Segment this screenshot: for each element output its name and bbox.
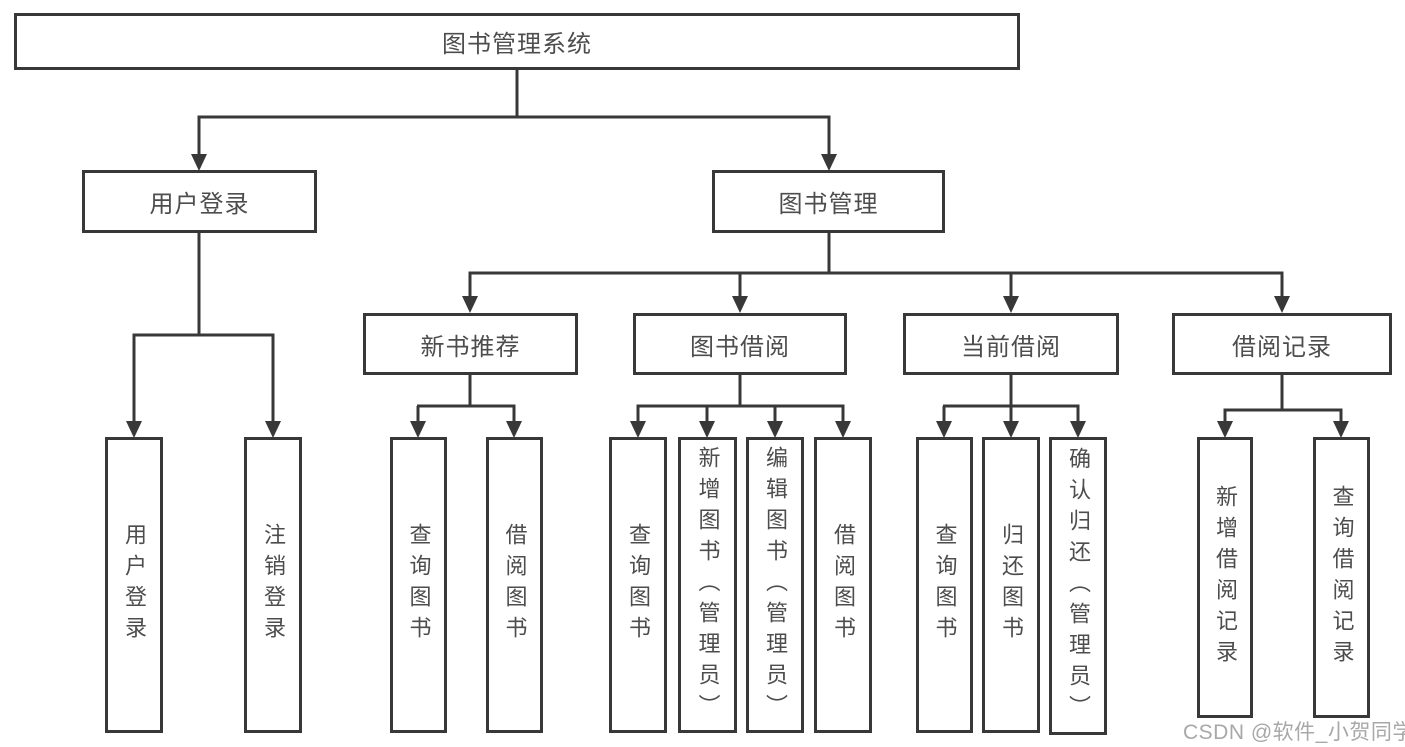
leaf-confirm-return-admin: 确认归还（管理员） bbox=[1049, 437, 1107, 735]
leaf-return-book: 归还图书 bbox=[982, 437, 1040, 733]
leaf-edit-book-admin-label: 编辑图书（管理员） bbox=[763, 445, 788, 725]
leaf-query-borrow-record: 查询借阅记录 bbox=[1313, 437, 1370, 718]
leaf-borrow-query-book-label: 查询图书 bbox=[626, 523, 651, 647]
csdn-watermark: CSDN @软件_小贺同学 bbox=[1183, 721, 1405, 744]
leaf-user-login: 用户登录 bbox=[105, 437, 163, 733]
node-user-login-module-label: 用户登录 bbox=[149, 191, 250, 218]
leaf-add-book-admin-label: 新增图书（管理员） bbox=[695, 445, 721, 725]
node-book-borrow-label: 图书借阅 bbox=[690, 333, 790, 361]
leaf-recommend-borrow-book: 借阅图书 bbox=[486, 437, 543, 733]
leaf-current-query-book-label: 查询图书 bbox=[932, 523, 958, 647]
node-borrow-records-label: 借阅记录 bbox=[1232, 333, 1332, 361]
node-new-book-recommend-label: 新书推荐 bbox=[420, 333, 521, 361]
node-current-borrow-label: 当前借阅 bbox=[961, 333, 1061, 361]
arrowheads bbox=[126, 154, 1349, 438]
leaf-recommend-borrow-book-label: 借阅图书 bbox=[502, 523, 528, 647]
leaf-borrow-book: 借阅图书 bbox=[814, 437, 872, 733]
leaf-confirm-return-admin-label: 确认归还（管理员） bbox=[1066, 446, 1091, 726]
node-current-borrow: 当前借阅 bbox=[903, 313, 1119, 375]
leaf-recommend-query-book-label: 查询图书 bbox=[406, 523, 432, 647]
leaf-logout: 注销登录 bbox=[244, 437, 302, 733]
node-root: 图书管理系统 bbox=[14, 13, 1020, 70]
leaf-logout-label: 注销登录 bbox=[261, 523, 286, 647]
leaf-add-book-admin: 新增图书（管理员） bbox=[678, 437, 737, 733]
node-user-login-module: 用户登录 bbox=[82, 170, 317, 233]
leaf-current-query-book: 查询图书 bbox=[916, 437, 973, 733]
leaf-borrow-book-label: 借阅图书 bbox=[831, 523, 856, 647]
leaf-recommend-query-book: 查询图书 bbox=[390, 437, 447, 733]
leaf-edit-book-admin: 编辑图书（管理员） bbox=[746, 437, 804, 733]
leaf-query-borrow-record-label: 查询借阅记录 bbox=[1329, 484, 1355, 671]
leaf-add-borrow-record: 新增借阅记录 bbox=[1197, 437, 1253, 718]
node-book-management-module: 图书管理 bbox=[712, 170, 945, 233]
node-borrow-records: 借阅记录 bbox=[1172, 313, 1392, 375]
leaf-add-borrow-record-label: 新增借阅记录 bbox=[1213, 484, 1238, 671]
leaf-user-login-label: 用户登录 bbox=[122, 523, 147, 647]
node-new-book-recommend: 新书推荐 bbox=[363, 313, 578, 375]
node-root-label: 图书管理系统 bbox=[442, 31, 592, 58]
node-book-management-module-label: 图书管理 bbox=[778, 191, 879, 218]
leaf-return-book-label: 归还图书 bbox=[999, 523, 1024, 647]
leaf-borrow-query-book: 查询图书 bbox=[609, 437, 667, 733]
node-book-borrow: 图书借阅 bbox=[633, 313, 847, 375]
